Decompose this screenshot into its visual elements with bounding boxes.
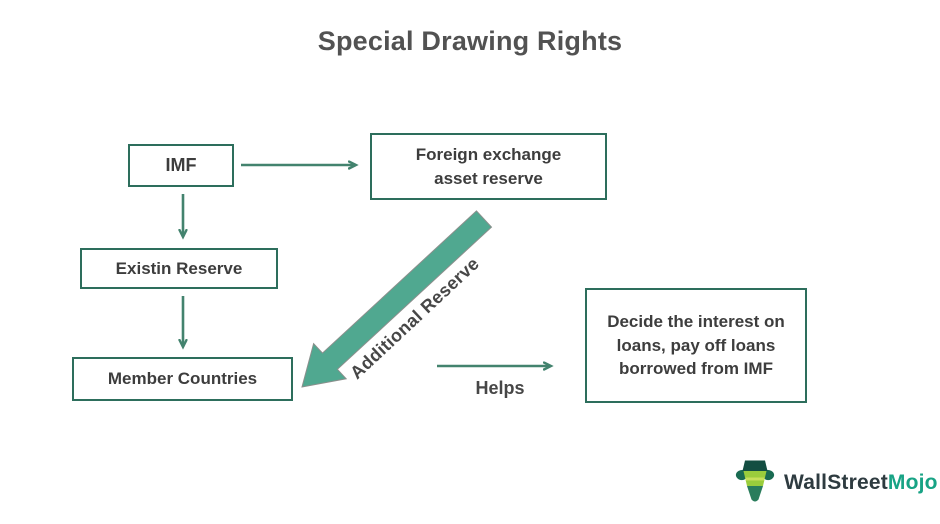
node-existin-reserve: Existin Reserve [80, 248, 278, 289]
node-imf: IMF [128, 144, 234, 187]
logo-wordmark: WallStreetMojo [784, 471, 938, 495]
helps-label: Helps [475, 378, 525, 398]
bull-icon [733, 455, 777, 510]
additional-reserve-label: Additional Reserve [346, 253, 484, 383]
arrow-additional-reserve [301, 210, 493, 388]
wallstreetmojo-logo: WallStreetMojo [733, 455, 938, 510]
node-foreign-exchange-asset-reserve: Foreign exchange asset reserve [370, 133, 607, 200]
node-existin-label: Existin Reserve [115, 258, 243, 278]
node-member-label: Member Countries [107, 369, 258, 389]
logo-text-mojo: Mojo [887, 470, 938, 494]
node-member-countries: Member Countries [72, 357, 293, 401]
node-imf-label: IMF [165, 154, 197, 175]
node-decide-label: Decide the interest on loans, pay off lo… [607, 311, 785, 379]
node-decide-interest: Decide the interest on loans, pay off lo… [585, 288, 807, 403]
diagram-title: Special Drawing Rights [317, 26, 623, 56]
node-fx-label: Foreign exchange asset reserve [415, 144, 562, 188]
logo-text-wallstreet: WallStreet [784, 470, 888, 494]
